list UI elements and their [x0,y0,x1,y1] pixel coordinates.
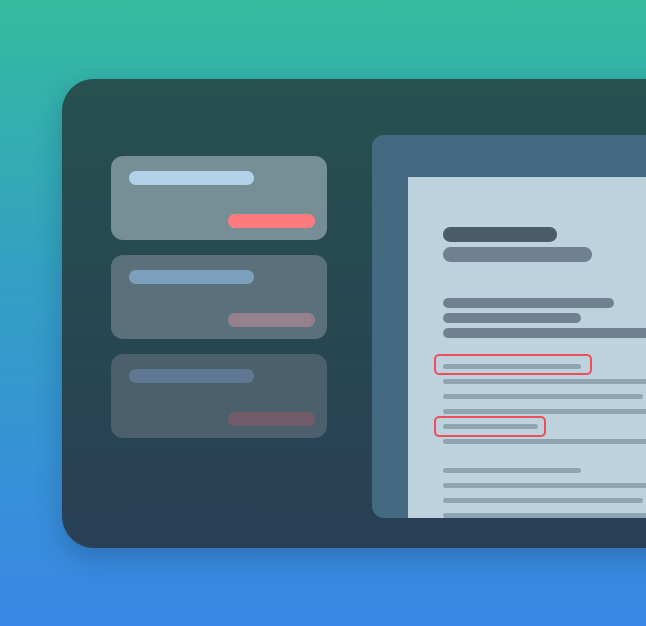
text-highlight-box[interactable] [434,416,546,437]
text-line [443,513,646,518]
text-highlight-box[interactable] [434,354,592,375]
list-card-3[interactable] [111,354,327,438]
text-line [443,394,643,399]
text-line [443,409,646,414]
text-line [443,364,581,369]
list-card-2[interactable] [111,255,327,339]
text-line [443,424,538,429]
card-tag-badge [228,313,315,327]
text-line [443,483,646,488]
card-title-placeholder [129,171,254,185]
text-line [443,468,581,473]
document-title-line [443,227,557,242]
document-heading-line [443,313,581,323]
list-card-1[interactable] [111,156,327,240]
card-title-placeholder [129,369,254,383]
app-window [62,79,646,548]
card-tag-badge [228,412,315,426]
document-page[interactable] [408,177,646,518]
text-line [443,379,646,384]
card-title-placeholder [129,270,254,284]
document-heading-line [443,298,614,308]
document-subtitle-line [443,247,592,262]
document-heading-line [443,328,646,338]
text-line [443,439,646,444]
card-tag-badge [228,214,315,228]
text-line [443,498,643,503]
document-viewer [372,135,646,518]
